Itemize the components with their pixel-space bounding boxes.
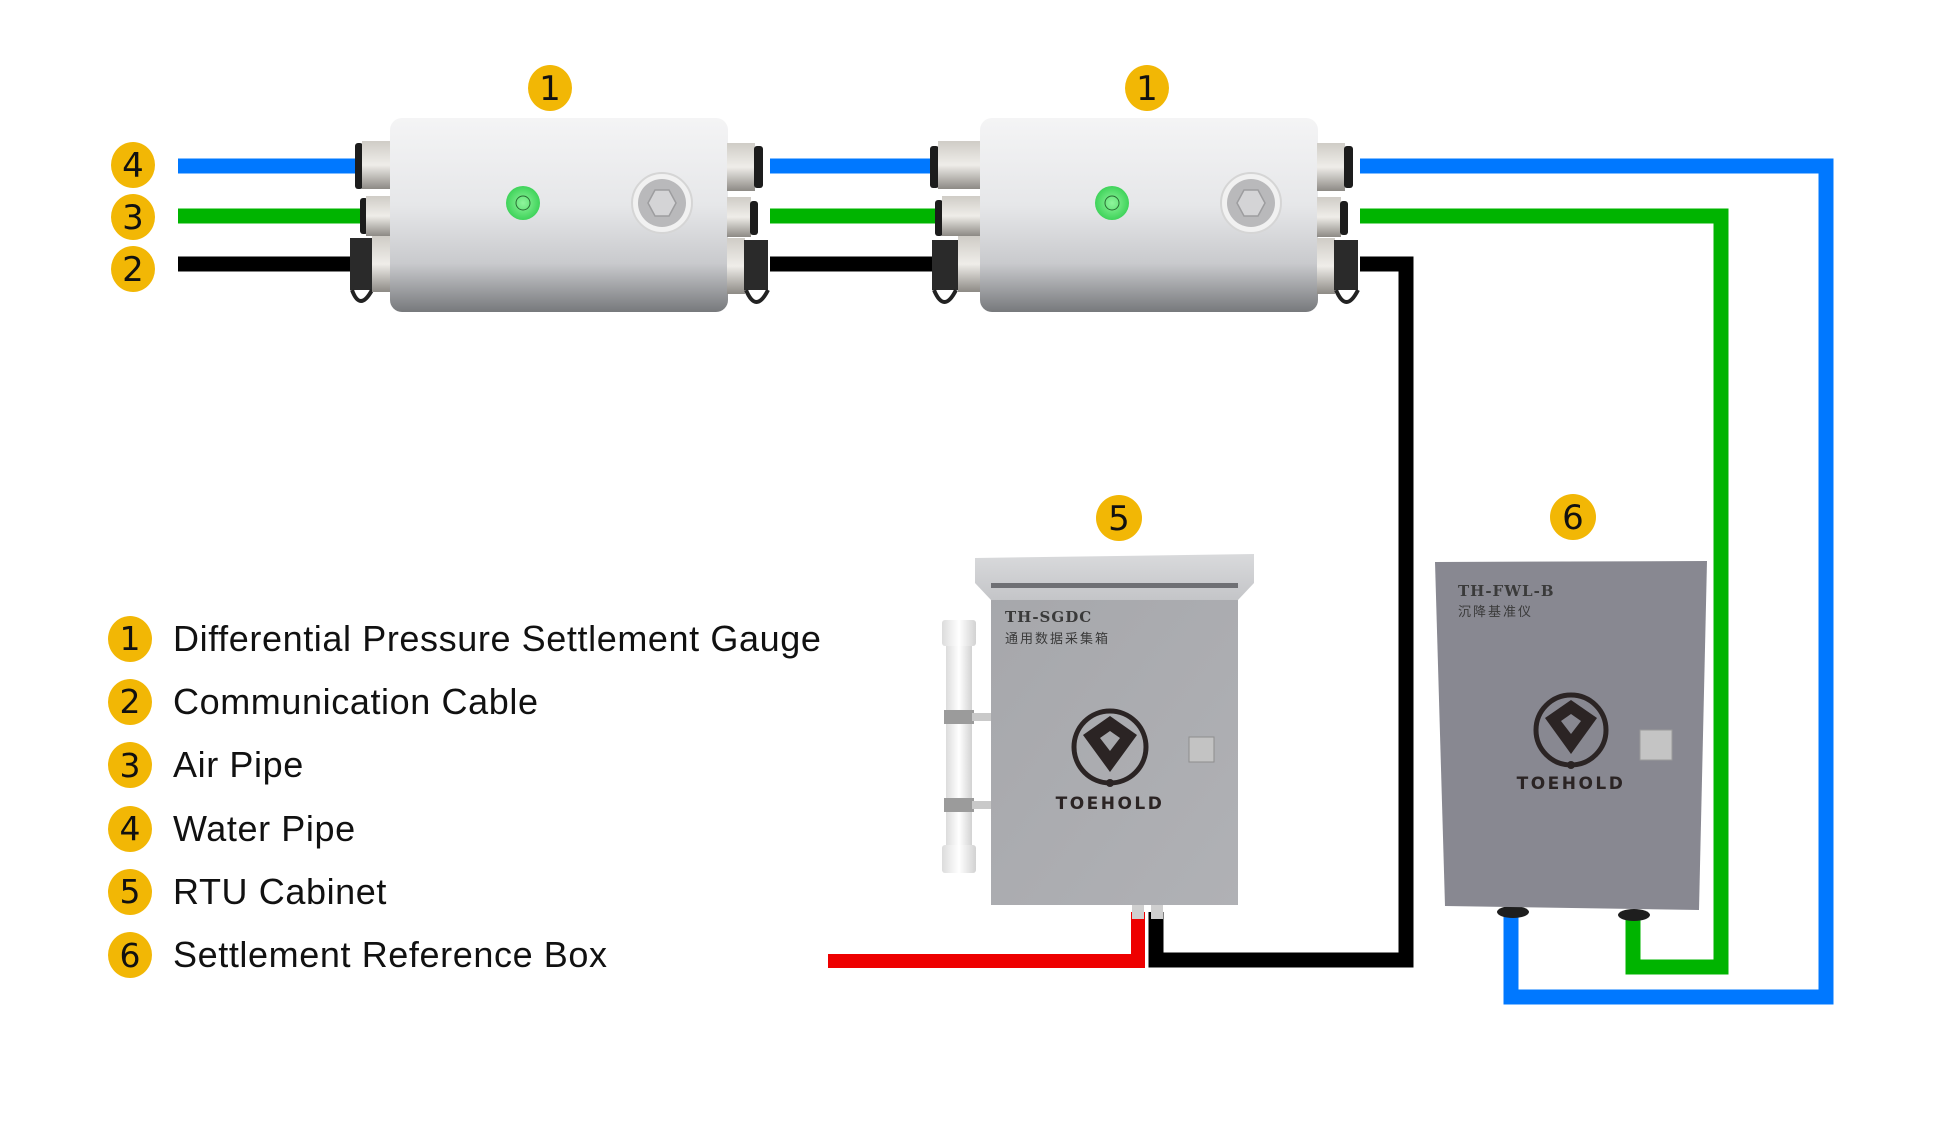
- air-pipe: [178, 208, 1729, 975]
- fittings-left: [930, 141, 982, 304]
- cabinet-brand: TOEHOLD: [1056, 794, 1165, 814]
- badge-circle: [1550, 494, 1596, 540]
- water-pipe-segment-right: [1360, 158, 1834, 1005]
- legend-item: 3 Air Pipe: [108, 734, 821, 797]
- cable-gland: [1132, 905, 1144, 919]
- gauge-body: [980, 118, 1318, 312]
- gauge-badge-number: 1: [1136, 69, 1158, 109]
- gauge-body: [390, 118, 728, 312]
- legend-item: 6 Settlement Reference Box: [108, 923, 821, 986]
- reference-box-chinese-label: 沉降基准仪: [1458, 605, 1533, 620]
- pipe-label-water: 4: [111, 142, 155, 188]
- cable-gland: [1497, 906, 1529, 918]
- green-led-icon: [1095, 186, 1129, 220]
- screw-plug-icon: [1220, 172, 1282, 234]
- cable-gland: [1618, 909, 1650, 921]
- legend: 1 Differential Pressure Settlement Gauge…: [108, 607, 821, 987]
- badge-number: 3: [122, 198, 144, 238]
- fittings-right: [727, 143, 770, 304]
- badge-number: 2: [122, 250, 144, 290]
- legend-badge: 2: [108, 678, 152, 725]
- fittings-left: [350, 141, 392, 303]
- toehold-logo-icon: [1071, 708, 1149, 787]
- cable-gland: [1151, 905, 1163, 919]
- badge-circle: [111, 142, 155, 188]
- toehold-logo-icon: [1533, 692, 1609, 769]
- badge-number: 4: [122, 146, 144, 186]
- legend-badge: 1: [108, 615, 152, 662]
- reference-box-model-label: TH-FWL-B: [1458, 582, 1555, 600]
- badge-circle: [1096, 495, 1142, 541]
- legend-label: Communication Cable: [173, 680, 539, 722]
- settlement-gauge-1: 1: [350, 65, 770, 312]
- gauge-badge-number: 1: [539, 69, 561, 109]
- legend-item: 5 RTU Cabinet: [108, 860, 821, 923]
- settlement-gauge-2: 1: [930, 65, 1360, 312]
- badge-circle: [1125, 65, 1169, 111]
- cabinet-model-label: TH-SGDC: [1005, 608, 1092, 626]
- badge-circle: [528, 65, 572, 111]
- legend-badge: 4: [108, 805, 152, 852]
- legend-item: 2 Communication Cable: [108, 670, 821, 733]
- settlement-reference-box: TH-FWL-B 沉降基准仪 TOEHOLD 6: [1435, 494, 1707, 921]
- cabinet-door-handle[interactable]: [1188, 736, 1215, 763]
- legend-label: RTU Cabinet: [173, 870, 388, 912]
- cabinet-badge-number: 5: [1108, 499, 1130, 539]
- power-cable: [828, 912, 1145, 968]
- badge-circle: [111, 194, 155, 240]
- reference-box-brand: TOEHOLD: [1517, 774, 1626, 794]
- antenna-icon: [942, 620, 992, 873]
- legend-label: Differential Pressure Settlement Gauge: [173, 617, 822, 659]
- legend-badge: 3: [108, 742, 152, 789]
- air-pipe-segment-right: [1360, 208, 1729, 975]
- cabinet-chinese-label: 通用数据采集箱: [1005, 631, 1110, 647]
- green-led-icon: [506, 186, 540, 220]
- fittings-right: [1317, 143, 1360, 304]
- legend-label: Air Pipe: [173, 744, 304, 786]
- legend-label: Settlement Reference Box: [173, 934, 608, 976]
- cabinet-roof: [975, 554, 1254, 600]
- water-pipe: [178, 158, 1834, 1005]
- comm-cable-segment-right: [1148, 256, 1414, 968]
- badge-circle: [111, 246, 155, 292]
- communication-cable: [178, 256, 1414, 968]
- screw-plug-icon: [631, 172, 693, 234]
- pipe-label-communication: 2: [111, 246, 155, 292]
- legend-badge: 5: [108, 868, 152, 915]
- reference-box-door-handle[interactable]: [1639, 729, 1673, 761]
- reference-box-badge-number: 6: [1562, 498, 1584, 538]
- legend-label: Water Pipe: [173, 807, 356, 849]
- legend-badge: 6: [108, 932, 152, 979]
- legend-item: 4 Water Pipe: [108, 797, 821, 860]
- legend-item: 1 Differential Pressure Settlement Gauge: [108, 607, 821, 670]
- rtu-cabinet: TH-SGDC 通用数据采集箱 TOEHOLD 5: [942, 495, 1254, 919]
- pipe-label-air: 3: [111, 194, 155, 240]
